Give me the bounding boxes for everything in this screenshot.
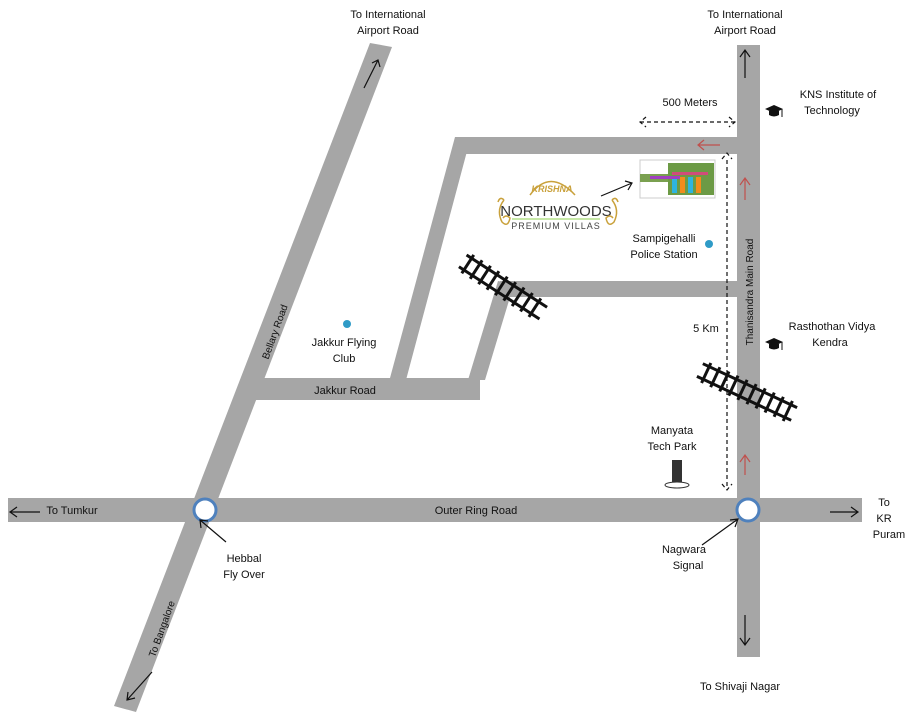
label-jakkur-flying-club: Jakkur Flying [312, 337, 377, 349]
poi-marker [705, 240, 713, 248]
label-nagwara: Nagwara [662, 544, 707, 556]
label-to-airport-left: Airport Road [357, 25, 419, 37]
label-hebbal: Hebbal [227, 553, 262, 565]
logo-sub-text: PREMIUM VILLAS [511, 221, 601, 231]
connector-diagonal-road [390, 137, 470, 380]
label-outer-ring-road: Outer Ring Road [435, 505, 518, 517]
label-kns-institute: KNS Institute of [800, 89, 877, 101]
label-to-tumkur: To Tumkur [46, 505, 98, 517]
label-manyata: Tech Park [648, 441, 697, 453]
label-kns-institute: Technology [804, 105, 860, 117]
label-hebbal: Fly Over [223, 569, 265, 581]
hebbal-junction-marker [192, 497, 218, 523]
label-to-kr-puram: KR [876, 513, 891, 525]
nagwara-junction-marker [735, 497, 761, 523]
label-sampigehalli: Police Station [630, 249, 697, 261]
middle-connector-road [500, 281, 737, 297]
label-jakkur-flying-club: Club [333, 353, 356, 365]
graduation-cap-icon [765, 338, 783, 350]
label-5-km: 5 Km [693, 323, 719, 335]
thanisandra-main-road [737, 45, 760, 657]
logo-main-text: NORTHWOODS [500, 203, 611, 220]
krishna-northwoods-logo: KRISHNA NORTHWOODS PREMIUM VILLAS [497, 180, 619, 231]
label-to-kr-puram: Puram [873, 529, 905, 541]
label-sampigehalli: Sampigehalli [633, 233, 696, 245]
label-thanisandra-main-road: Thanisandra Main Road [745, 239, 756, 346]
tech-park-building-icon [664, 460, 690, 489]
label-to-airport-right: To International [707, 9, 782, 21]
logo-top-text: KRISHNA [531, 184, 572, 194]
railway-track-icon [458, 253, 548, 321]
outer-ring-road [8, 498, 862, 522]
label-rasthothan: Rasthothan Vidya [789, 321, 877, 333]
label-rasthothan: Kendra [812, 337, 848, 349]
label-to-airport-left: To International [350, 9, 425, 21]
logo-scroll-ornament-icon [497, 197, 511, 225]
project-site-plan-thumbnail [639, 159, 716, 199]
label-500-meters: 500 Meters [662, 97, 718, 109]
jakkur-road [255, 378, 480, 400]
label-to-airport-right: Airport Road [714, 25, 776, 37]
label-to-shivaji-nagar: To Shivaji Nagar [700, 681, 780, 693]
poi-marker [343, 320, 351, 328]
label-jakkur-road: Jakkur Road [314, 385, 376, 397]
top-connector-road [455, 137, 737, 154]
label-nagwara: Signal [673, 560, 704, 572]
label-to-kr-puram: To [878, 497, 890, 509]
label-manyata: Manyata [651, 425, 694, 437]
railway-track-icon [696, 362, 798, 422]
middle-diagonal-road [468, 281, 514, 380]
direction-arrows [8, 48, 860, 701]
graduation-cap-icon [765, 105, 783, 117]
bellary-road [114, 43, 392, 712]
logo-scroll-ornament-icon [605, 197, 619, 225]
